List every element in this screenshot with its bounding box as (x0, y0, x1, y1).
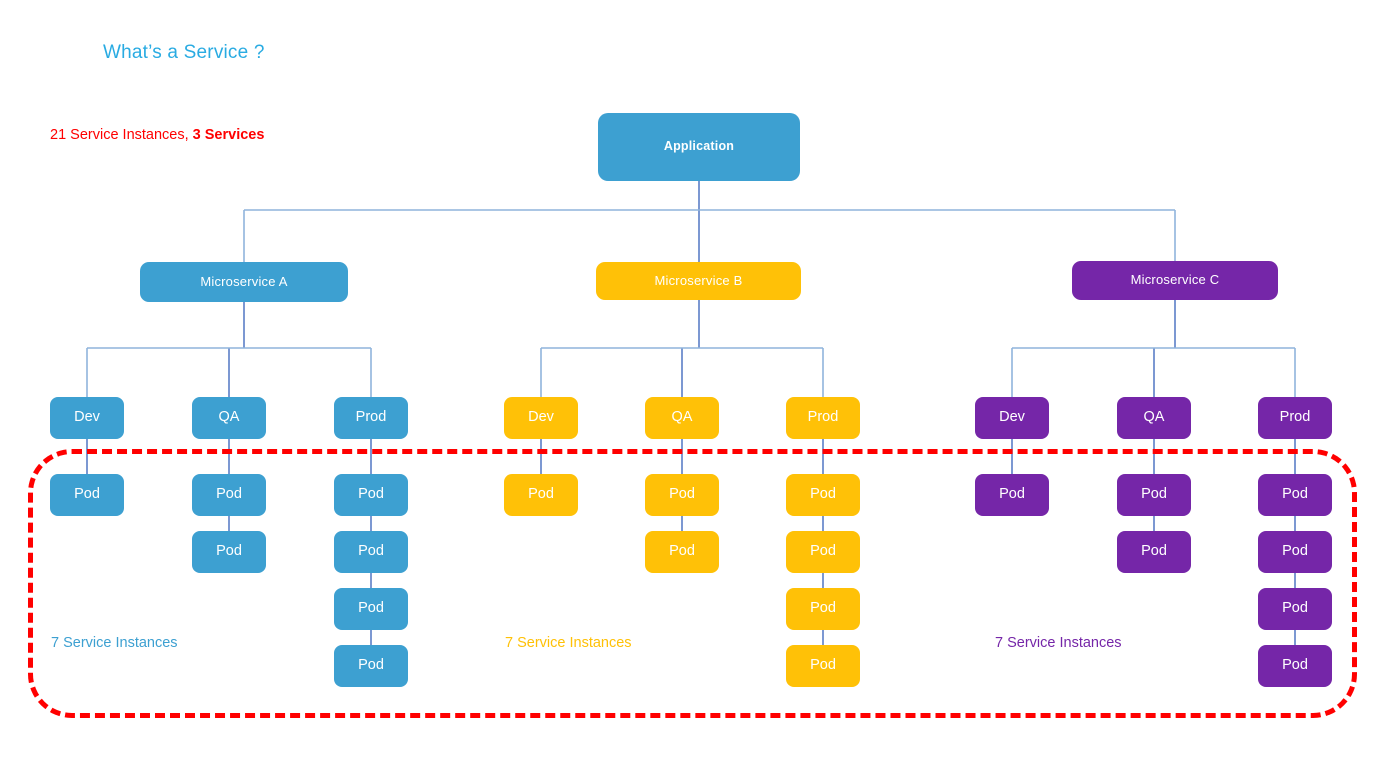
node-b-env-qa[interactable]: QA (645, 397, 719, 439)
page-title: What’s a Service ? (103, 42, 265, 63)
node-c-prod-pod-1[interactable]: Pod (1258, 474, 1332, 516)
node-b-dev-pod-1[interactable]: Pod (504, 474, 578, 516)
node-c-prod-pod-4[interactable]: Pod (1258, 645, 1332, 687)
node-b-env-dev[interactable]: Dev (504, 397, 578, 439)
node-c-env-prod[interactable]: Prod (1258, 397, 1332, 439)
node-microservice-c[interactable]: Microservice C (1072, 261, 1278, 300)
node-a-env-qa[interactable]: QA (192, 397, 266, 439)
node-c-prod-pod-2[interactable]: Pod (1258, 531, 1332, 573)
node-b-prod-pod-1[interactable]: Pod (786, 474, 860, 516)
node-a-env-prod[interactable]: Prod (334, 397, 408, 439)
node-b-env-prod[interactable]: Prod (786, 397, 860, 439)
node-a-prod-pod-4[interactable]: Pod (334, 645, 408, 687)
node-c-env-dev[interactable]: Dev (975, 397, 1049, 439)
node-b-prod-pod-4[interactable]: Pod (786, 645, 860, 687)
node-a-qa-pod-1[interactable]: Pod (192, 474, 266, 516)
node-a-env-dev[interactable]: Dev (50, 397, 124, 439)
node-a-prod-pod-3[interactable]: Pod (334, 588, 408, 630)
node-b-qa-pod-2[interactable]: Pod (645, 531, 719, 573)
node-c-dev-pod-1[interactable]: Pod (975, 474, 1049, 516)
node-a-prod-pod-1[interactable]: Pod (334, 474, 408, 516)
instance-summary: 21 Service Instances, 3 Services (50, 127, 264, 143)
instance-summary-count: 21 Service Instances, (50, 127, 193, 143)
node-b-prod-pod-2[interactable]: Pod (786, 531, 860, 573)
node-b-qa-pod-1[interactable]: Pod (645, 474, 719, 516)
node-b-prod-pod-3[interactable]: Pod (786, 588, 860, 630)
node-a-dev-pod-1[interactable]: Pod (50, 474, 124, 516)
node-c-qa-pod-1[interactable]: Pod (1117, 474, 1191, 516)
node-c-prod-pod-3[interactable]: Pod (1258, 588, 1332, 630)
label-a-service-instances: 7 Service Instances (51, 635, 178, 651)
node-microservice-a[interactable]: Microservice A (140, 262, 348, 302)
node-application[interactable]: Application (598, 113, 800, 181)
node-c-qa-pod-2[interactable]: Pod (1117, 531, 1191, 573)
node-microservice-b[interactable]: Microservice B (596, 262, 801, 300)
node-a-prod-pod-2[interactable]: Pod (334, 531, 408, 573)
node-c-env-qa[interactable]: QA (1117, 397, 1191, 439)
instance-summary-services: 3 Services (192, 127, 265, 143)
node-a-qa-pod-2[interactable]: Pod (192, 531, 266, 573)
label-c-service-instances: 7 Service Instances (995, 635, 1122, 651)
label-b-service-instances: 7 Service Instances (505, 635, 632, 651)
